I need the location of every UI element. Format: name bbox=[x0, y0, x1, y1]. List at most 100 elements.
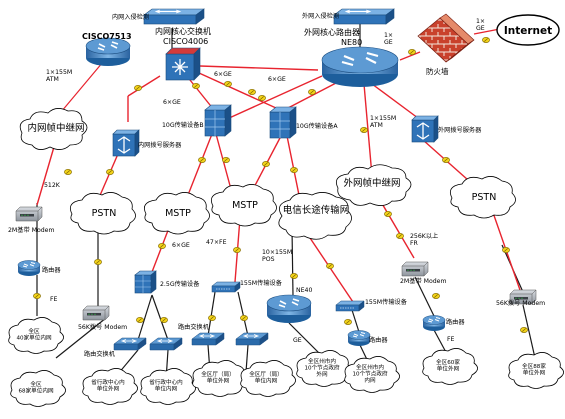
label-cloud-c4: 省行政中心内单位内网 bbox=[149, 378, 183, 392]
switch-gov-in bbox=[149, 337, 183, 351]
label-cloud-inner-frame: 内网帧中继网 bbox=[27, 122, 84, 134]
link-marker bbox=[192, 82, 200, 90]
cloud-pstn-left bbox=[69, 192, 136, 235]
label-line: 10个节点政府 bbox=[304, 363, 339, 371]
label-line: 单位外网 bbox=[207, 376, 230, 384]
label-core-router: 外网核心路由器 bbox=[304, 27, 360, 37]
trans-155-right-device bbox=[335, 300, 365, 312]
link-marker bbox=[134, 84, 142, 92]
clouds bbox=[8, 108, 564, 407]
label-line: 1×155M bbox=[46, 69, 72, 76]
link-marker bbox=[208, 314, 216, 322]
label-line: 1×155M bbox=[370, 115, 396, 122]
inner-ids-device bbox=[143, 8, 205, 25]
label-trans-25g: 2.5G传输设备 bbox=[160, 280, 200, 288]
link-marker bbox=[262, 160, 270, 168]
link-marker bbox=[248, 88, 256, 96]
link-marker bbox=[158, 242, 166, 250]
core-switch-device bbox=[165, 47, 201, 81]
label-cloud-c10: 全区88家单位外网 bbox=[522, 362, 546, 376]
trans-155-left-device bbox=[211, 281, 241, 293]
label-internet: Internet bbox=[504, 25, 552, 37]
link-marker bbox=[308, 88, 316, 96]
label-line: 单位外网 bbox=[437, 364, 460, 372]
label-line: 全区 bbox=[28, 327, 40, 335]
label-fe-right: FE bbox=[447, 336, 455, 343]
link-marker bbox=[396, 232, 404, 240]
label-router-mid: 路由器 bbox=[369, 336, 388, 344]
trans-b-device bbox=[204, 104, 232, 137]
link-marker bbox=[240, 314, 248, 322]
link-marker bbox=[360, 126, 368, 134]
label-trans-b: 10G传输设备B bbox=[162, 121, 204, 129]
link-marker bbox=[198, 156, 206, 164]
cloud-mstp-b bbox=[210, 184, 277, 227]
label-line: 1× bbox=[384, 32, 393, 39]
link-marker bbox=[258, 94, 266, 102]
link-marker bbox=[290, 166, 298, 174]
link-marker bbox=[64, 168, 72, 176]
label-router-right: 路由器 bbox=[446, 318, 465, 326]
label-line: 电信长途传输网 bbox=[283, 204, 350, 216]
link-marker bbox=[136, 316, 144, 324]
label-router-left: 路由器 bbox=[42, 266, 61, 274]
label-fe47: 47×FE bbox=[206, 239, 227, 246]
ne40-router bbox=[266, 294, 312, 324]
router-left bbox=[17, 260, 41, 277]
cloud-c4 bbox=[140, 368, 196, 405]
label-cloud-c9: 全区60家单位外网 bbox=[436, 358, 460, 372]
label-line: 全区州市内 bbox=[308, 357, 336, 365]
label-modem-2m-right: 2M基带 Modem bbox=[400, 277, 447, 285]
label-line: 40家单位内网 bbox=[16, 333, 51, 341]
inner-dial-server bbox=[112, 129, 140, 157]
label-modem-56k-right: 56K拨号 Modem bbox=[496, 299, 545, 307]
router-mid bbox=[347, 330, 371, 347]
label-cloud-telecom: 电信长途传输网 bbox=[283, 204, 350, 216]
label-line: 全区 bbox=[30, 380, 42, 388]
modem-2m-left bbox=[15, 206, 43, 222]
label-inner-dial: 内网拨号服务器 bbox=[138, 141, 182, 149]
link-marker bbox=[482, 36, 490, 44]
cloud-pstn-right bbox=[449, 176, 516, 219]
label-cloud-mstp-a: MSTP bbox=[165, 208, 191, 219]
trans-25g-device bbox=[134, 270, 157, 294]
modem-56k-left bbox=[82, 305, 110, 321]
label-line: 单位外网 bbox=[97, 384, 120, 392]
cloud-outer-frame bbox=[335, 164, 412, 206]
modem-2m-right bbox=[401, 261, 429, 277]
label-line: 省行政中心内 bbox=[149, 378, 183, 386]
cloud-c9 bbox=[422, 348, 478, 385]
label-line: GE bbox=[476, 25, 485, 32]
link-marker bbox=[222, 156, 230, 164]
label-core-switch-model: CISCO4006 bbox=[163, 37, 208, 46]
label-ne40: NE40 bbox=[296, 287, 312, 294]
label-line: 内网 bbox=[364, 376, 376, 384]
label-router-switch-mid: 路由交换机 bbox=[178, 323, 210, 331]
label-modem-2m-left: 2M基带 Modem bbox=[8, 226, 55, 234]
label-ge6-1: 6×GE bbox=[214, 71, 232, 78]
cloud-inner-frame bbox=[19, 108, 88, 150]
label-line: 单位内网 bbox=[255, 376, 278, 384]
link-marker bbox=[224, 80, 232, 88]
label-fe-left: FE bbox=[50, 296, 58, 303]
label-line: ATM bbox=[370, 122, 383, 129]
internet-cloud bbox=[496, 14, 560, 46]
router-switch-mid bbox=[235, 332, 269, 346]
outer-ids-device bbox=[333, 8, 395, 25]
link-marker bbox=[160, 316, 168, 324]
router-right bbox=[422, 315, 446, 332]
label-outer-ids: 外网入侵检测 bbox=[302, 12, 339, 20]
label-trans-155-left: 155M传输设备 bbox=[240, 279, 283, 287]
label-line: 省行政中心内 bbox=[91, 378, 125, 386]
link-marker bbox=[502, 246, 510, 254]
firewall bbox=[417, 13, 475, 63]
link-marker bbox=[384, 210, 392, 218]
cloud-c2 bbox=[10, 370, 66, 407]
